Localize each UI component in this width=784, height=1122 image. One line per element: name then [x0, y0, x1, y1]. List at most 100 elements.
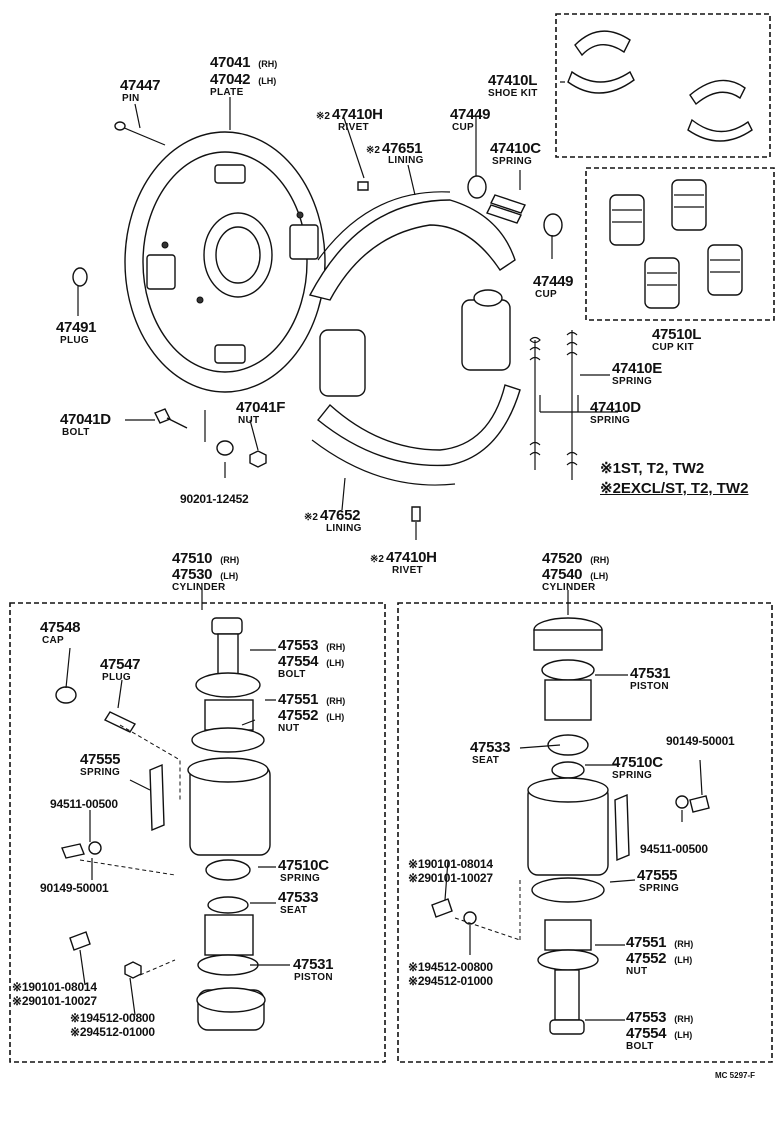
label-47554-right: 47554(LH) — [626, 1025, 693, 1042]
label-47491: 47491 — [56, 319, 97, 336]
label-spring-555-right: SPRING — [639, 883, 680, 894]
label-shoe-kit: SHOE KIT — [488, 88, 538, 99]
label-47042: 47042(LH) — [210, 71, 277, 88]
label-spring-510c-right: SPRING — [612, 770, 653, 781]
plug-drawing — [72, 267, 88, 287]
label-47547: 47547 — [100, 656, 141, 673]
reference-code: MC 5297-F — [715, 1071, 756, 1080]
label-90149-left: 90149-50001 — [40, 881, 109, 895]
label-cylinder-left: CYLINDER — [172, 582, 226, 593]
label-47510c-left: 47510C — [278, 857, 329, 874]
label-47533-left: 47533 — [278, 889, 319, 906]
bolt-47041d-drawing — [154, 408, 188, 429]
label-spring-e: SPRING — [612, 376, 653, 387]
label-cap: CAP — [42, 635, 65, 646]
label-47410l: 47410L — [488, 72, 538, 89]
label-47449-top: 47449 — [450, 106, 491, 123]
label-47449-mid: 47449 — [533, 273, 574, 290]
rivet-bottom-drawing — [411, 506, 421, 522]
label-bolt-left: BOLT — [278, 669, 306, 680]
label-lining-top: LINING — [388, 155, 424, 166]
cup-upper — [467, 175, 487, 199]
label-plug-left: PLUG — [60, 335, 89, 346]
shoe-kit-box — [555, 13, 771, 158]
label-47551-left: 47551(RH) — [278, 691, 346, 708]
cup-kit-box — [585, 167, 775, 321]
label-47510c-right: 47510C — [612, 754, 663, 771]
washer-drawing — [216, 440, 234, 456]
cup-lower — [543, 213, 563, 237]
label-90149-right: 90149-50001 — [666, 734, 735, 748]
label-seat-right: SEAT — [472, 755, 500, 766]
label-90101-2-right: ※290101-10027 — [408, 871, 493, 885]
label-47540: 47540(LH) — [542, 566, 609, 583]
label-94512-1-right: ※194512-00800 — [408, 960, 493, 974]
label-90201: 90201-12452 — [180, 492, 249, 506]
label-47447: 47447 — [120, 77, 161, 94]
label-47410d: 47410D — [590, 399, 641, 416]
label-47531-right: 47531 — [630, 665, 671, 682]
label-bolt-right: BOLT — [626, 1041, 654, 1052]
label-spring-555-left: SPRING — [80, 767, 121, 778]
label-nut-f: NUT — [238, 415, 260, 426]
label-spring-top: SPRING — [492, 156, 533, 167]
label-90101-1-right: ※190101-08014 — [408, 857, 493, 871]
note-2: ※2EXCL/ST, T2, TW2 — [600, 480, 749, 497]
rivet-top-drawing — [357, 181, 369, 191]
label-spring-510c-left: SPRING — [280, 873, 321, 884]
label-47410c-top: 47410C — [490, 140, 541, 157]
label-47555-left: 47555 — [80, 751, 121, 768]
label-47510l: 47510L — [652, 326, 702, 343]
note-1: ※1ST, T2, TW2 — [600, 460, 705, 477]
cup-kit-drawing — [609, 179, 743, 309]
label-47041f: 47041F — [236, 399, 286, 416]
label-47555-right: 47555 — [637, 867, 678, 884]
label-cup-kit: CUP KIT — [652, 342, 694, 353]
label-47552-right: 47552(LH) — [626, 950, 693, 967]
label-nut-left: NUT — [278, 723, 300, 734]
label-47510: 47510(RH) — [172, 550, 240, 567]
brake-shoe-lower — [311, 384, 521, 486]
label-47548: 47548 — [40, 619, 81, 636]
label-cylinder-right: CYLINDER — [542, 582, 596, 593]
label-rivet-top: RIVET — [338, 122, 369, 133]
backing-plate-drawing — [124, 131, 326, 393]
label-cup-top: CUP — [452, 122, 475, 133]
wheel-cylinder-upper — [461, 299, 511, 371]
label-nut-right: NUT — [626, 966, 648, 977]
label-47520: 47520(RH) — [542, 550, 610, 567]
pin-drawing — [114, 121, 166, 146]
label-94512-2-left: ※294512-01000 — [70, 1025, 155, 1039]
return-springs — [529, 330, 578, 480]
left-cylinder-box — [9, 602, 386, 1063]
nut-47041f-drawing — [249, 450, 267, 468]
wheel-cylinder-lower — [319, 329, 366, 397]
label-94511-left: 94511-00500 — [50, 797, 118, 811]
label-47531-left: 47531 — [293, 956, 334, 973]
label-piston-left: PISTON — [294, 972, 333, 983]
label-47530: 47530(LH) — [172, 566, 239, 583]
label-seat-left: SEAT — [280, 905, 308, 916]
label-piston-right: PISTON — [630, 681, 669, 692]
right-cylinder-box — [397, 602, 773, 1063]
label-plate: PLATE — [210, 87, 244, 98]
wheel-cylinder-upper-cap — [473, 289, 503, 307]
label-94511-right: 94511-00500 — [640, 842, 708, 856]
label-pin: PIN — [122, 93, 140, 104]
brake-shoe-upper — [308, 191, 516, 301]
label-47553-left: 47553(RH) — [278, 637, 346, 654]
left-cylinder-drawing — [55, 617, 271, 1031]
label-47041: 47041(RH) — [210, 54, 278, 71]
label-lining-bot: LINING — [326, 523, 362, 534]
label-47551-right: 47551(RH) — [626, 934, 694, 951]
label-47533-right: 47533 — [470, 739, 511, 756]
label-90101-2-left: ※290101-10027 — [12, 994, 97, 1008]
label-47041d: 47041D — [60, 411, 111, 428]
label-47410e: 47410E — [612, 360, 662, 377]
label-cup-mid: CUP — [535, 289, 558, 300]
label-bolt-d: BOLT — [62, 427, 90, 438]
